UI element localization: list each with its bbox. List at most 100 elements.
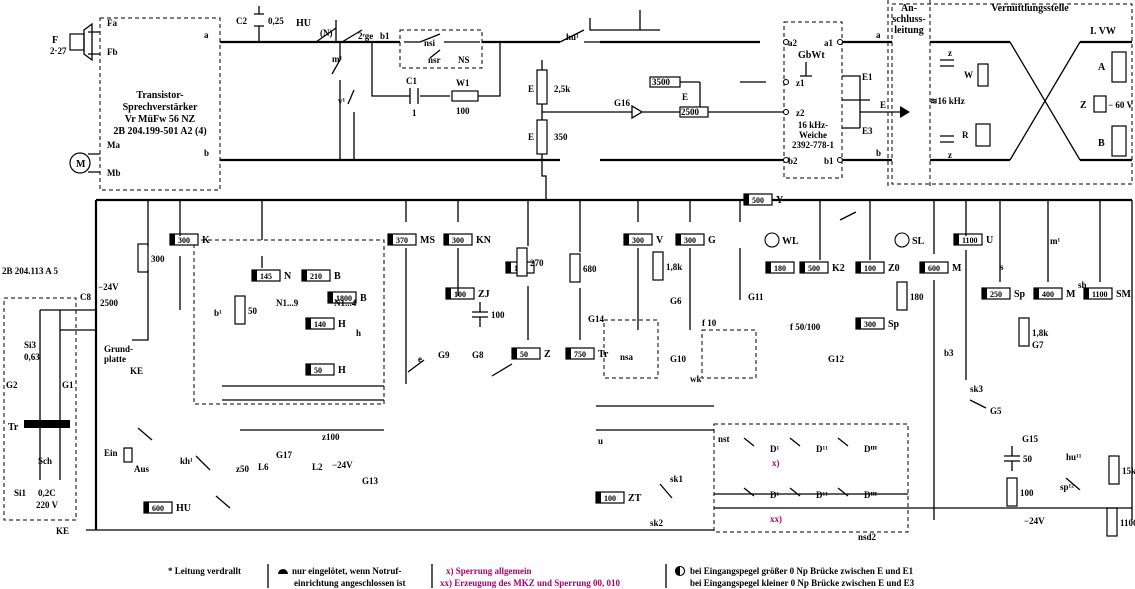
svg-text:H: H <box>338 319 346 330</box>
grundplatte-1: Grund- <box>104 344 133 354</box>
psu-sch: Sch <box>38 456 52 466</box>
c1-value: 1 <box>412 108 417 118</box>
label-a-right: a <box>876 30 881 40</box>
label-a-left: a <box>204 30 209 40</box>
psu-ke: KE <box>130 366 143 376</box>
e1-label: E1 <box>862 72 873 82</box>
xx-mark: xx) <box>770 514 782 524</box>
svg-text:B: B <box>334 271 341 282</box>
d3-top: Dᴵᴵᴵ <box>864 444 877 454</box>
tr-box <box>603 319 659 379</box>
psu-c8v: 2500 <box>100 298 119 308</box>
nummernschalter-box <box>193 239 385 405</box>
vst-z-label: Z <box>1080 100 1087 111</box>
w1-label: W1 <box>456 78 470 88</box>
e-contact: e <box>418 354 422 364</box>
t-b2 <box>782 156 790 164</box>
svg-text:300: 300 <box>684 236 696 245</box>
svg-text:ZT: ZT <box>628 493 642 504</box>
psu-si1v: 0,2C <box>38 488 56 498</box>
svg-text:Z0: Z0 <box>888 263 900 274</box>
legend-p1: bei Eingangspegel größer 0 Np Brücke zwi… <box>690 566 914 576</box>
g15: G15 <box>1022 434 1039 444</box>
relay-bs: 50 <box>234 295 258 325</box>
svg-text:V: V <box>656 235 664 246</box>
nsd2: nsd2 <box>858 532 877 542</box>
c2-label: C2 <box>236 16 247 26</box>
x-mark: x) <box>772 458 780 468</box>
vst-lines <box>930 40 1132 162</box>
n19: N1...9 <box>276 298 299 308</box>
svg-text:100: 100 <box>864 264 876 273</box>
v24c: −24V <box>1024 516 1045 526</box>
grundplatte-2: platte <box>104 354 126 364</box>
svg-text:Sp: Sp <box>1014 289 1026 300</box>
svg-text:N: N <box>284 271 292 282</box>
hu1-label: hu¹ <box>566 32 579 42</box>
g6: G6 <box>670 296 682 306</box>
svg-text:1800: 1800 <box>336 294 352 303</box>
wk: wk <box>690 374 702 384</box>
e350-value: 350 <box>554 132 568 142</box>
weiche-line-3: 2392-778-1 <box>792 140 834 150</box>
e350-resistor <box>536 119 548 155</box>
svg-text:680: 680 <box>583 264 597 274</box>
relay-s: 1100 <box>1106 507 1135 537</box>
e-bridge <box>842 75 900 129</box>
vst-z1: z <box>948 48 952 58</box>
svg-text:100: 100 <box>454 290 466 299</box>
c1-w1-branch <box>371 42 501 97</box>
svg-text:300: 300 <box>864 320 876 329</box>
s-contact: s <box>1000 262 1004 272</box>
d2-top: D¹¹ <box>816 444 828 454</box>
speaker-f-label: F <box>52 35 58 46</box>
amp-mb: Mb <box>107 168 121 178</box>
svg-text:SM: SM <box>1116 289 1132 300</box>
svg-text:600: 600 <box>928 264 940 273</box>
svg-text:Z: Z <box>544 349 551 360</box>
svg-text:300: 300 <box>452 236 464 245</box>
v1-contact <box>347 89 355 160</box>
svg-text:U: U <box>986 235 993 246</box>
ns-box <box>399 29 483 69</box>
c2-value: 0,25 <box>268 16 284 26</box>
hu-label: HU <box>296 18 311 29</box>
g17: G17 <box>276 450 293 460</box>
vst-b-label: B <box>1098 138 1105 149</box>
relay-sp2: 300 Sp <box>855 317 900 330</box>
d1-top: D¹ <box>770 444 779 454</box>
legend-half-1: nur eingelötet, wenn Notruf- <box>292 566 401 576</box>
vermittlung-header: Vermittlungsstelle <box>991 3 1069 14</box>
d3-bot: Dᴵᴵᴵ <box>864 490 877 500</box>
relay-z0: 100 Z0 <box>855 261 900 274</box>
svg-text:100: 100 <box>491 310 505 320</box>
relay-w5: 300 <box>137 243 165 273</box>
amp-fb: Fb <box>107 47 118 57</box>
svg-text:K2: K2 <box>832 263 845 274</box>
g12: G12 <box>828 354 845 364</box>
legend-x1: x) Sperrung allgemein <box>446 566 532 576</box>
n-label: (N) <box>320 28 333 38</box>
sk3: sk3 <box>970 384 984 394</box>
t-a2 <box>782 38 790 46</box>
aus: Aus <box>134 464 150 474</box>
anschluss-header-1: An- <box>901 3 917 14</box>
vermittlung-box <box>891 3 1133 185</box>
vst-caps <box>940 59 954 143</box>
svg-text:50: 50 <box>314 366 322 375</box>
anschluss-header-3: leitung <box>894 25 923 36</box>
anschluss-header-2: schluss- <box>892 14 925 25</box>
ein-aus-switch[interactable] <box>123 447 133 463</box>
svg-text:400: 400 <box>1042 290 1054 299</box>
svg-text:Sp: Sp <box>888 319 900 330</box>
vst-z2: z <box>948 150 952 160</box>
z2-label: z2 <box>796 108 805 118</box>
svg-text:140: 140 <box>314 320 326 329</box>
svg-text:500: 500 <box>808 264 820 273</box>
